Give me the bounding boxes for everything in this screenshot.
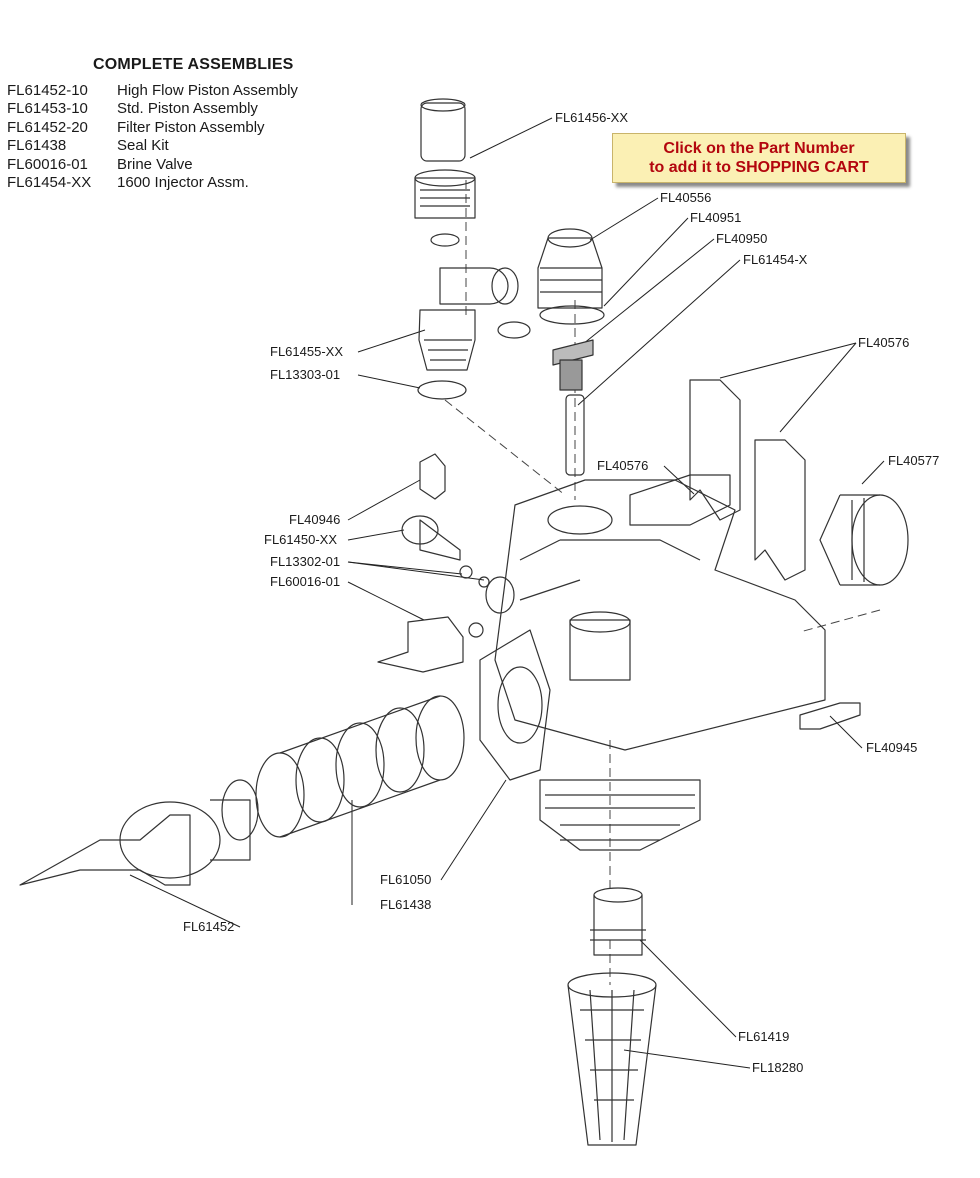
part-label-fl61454[interactable]: FL61454-X [743,252,808,267]
part-label-fl60016[interactable]: FL60016-01 [270,574,341,589]
assembly-row[interactable]: FL61454-XX 1600 Injector Assm. [7,174,249,192]
end-cap-icon [819,494,909,586]
assembly-row[interactable]: FL61453-10 Std. Piston Assembly [7,100,258,118]
assembly-part-number[interactable]: FL61438 [7,137,67,154]
assembly-part-number[interactable]: FL61453-10 [7,100,88,117]
assemblies-title: COMPLETE ASSEMBLIES [93,56,294,73]
assembly-description: Seal Kit [117,137,169,154]
part-label-fl18280[interactable]: FL18280 [752,1060,804,1075]
valve-body-icon [479,479,826,851]
part-label-fl61452[interactable]: FL61452 [183,919,235,934]
basket-strainer-icon [567,972,657,1146]
assembly-row[interactable]: FL61452-10 High Flow Piston Assembly [7,82,298,100]
part-label-fl40946[interactable]: FL40946 [289,512,341,527]
cap-part-icon [414,98,476,247]
assembly-description: High Flow Piston Assembly [117,82,298,99]
seal-kit-icon [255,695,465,838]
part-label-fl13303[interactable]: FL13303-01 [270,367,341,382]
distributor-adaptor-icon [590,887,646,956]
assembly-axis-lines [444,180,881,985]
part-label-fl40945[interactable]: FL40945 [866,740,918,755]
assembly-part-number[interactable]: FL60016-01 [7,156,88,173]
callout-line-1: Click on the Part Number [663,140,855,157]
assembly-part-number[interactable]: FL61454-XX [7,174,92,191]
part-label-fl61419[interactable]: FL61419 [738,1029,790,1044]
part-label-fl40577[interactable]: FL40577 [888,453,940,468]
part-label-fl13302[interactable]: FL13302-01 [270,554,341,569]
elbow-fitting-icon [417,267,531,400]
clip-part-icon [629,379,806,581]
shopping-cart-callout: Click on the Part Number to add it to SH… [612,133,906,183]
piston-part-icon [19,779,259,886]
part-label-fl61456[interactable]: FL61456-XX [555,110,628,125]
part-label-fl40951[interactable]: FL40951 [690,210,742,225]
part-label-fl40576[interactable]: FL40576 [858,335,910,350]
part-label-fl61455[interactable]: FL61455-XX [270,344,343,359]
assembly-description: Filter Piston Assembly [117,119,265,136]
callout-line-2: to add it to SHOPPING CART [649,159,869,176]
assembly-description: Std. Piston Assembly [117,100,258,117]
part-label-fl61438[interactable]: FL61438 [380,897,432,912]
part-label-fl40950[interactable]: FL40950 [716,231,768,246]
leader-lines [129,117,885,1069]
part-label-fl61450[interactable]: FL61450-XX [264,532,337,547]
assembly-row[interactable]: FL61438 Seal Kit [7,137,169,155]
small-clip-icon [799,702,861,730]
assembly-description: Brine Valve [117,156,193,173]
small-parts-icon [377,453,515,673]
part-label-fl61050[interactable]: FL61050 [380,872,432,887]
assembly-row[interactable]: FL61452-20 Filter Piston Assembly [7,119,265,137]
injector-part-icon [537,228,605,476]
assembly-part-number[interactable]: FL61452-10 [7,82,88,99]
part-label-fl40556[interactable]: FL40556 [660,190,712,205]
assembly-row[interactable]: FL60016-01 Brine Valve [7,156,193,174]
part-label-fl40576[interactable]: FL40576 [597,458,649,473]
assembly-part-number[interactable]: FL61452-20 [7,119,88,136]
assembly-description: 1600 Injector Assm. [117,174,249,191]
